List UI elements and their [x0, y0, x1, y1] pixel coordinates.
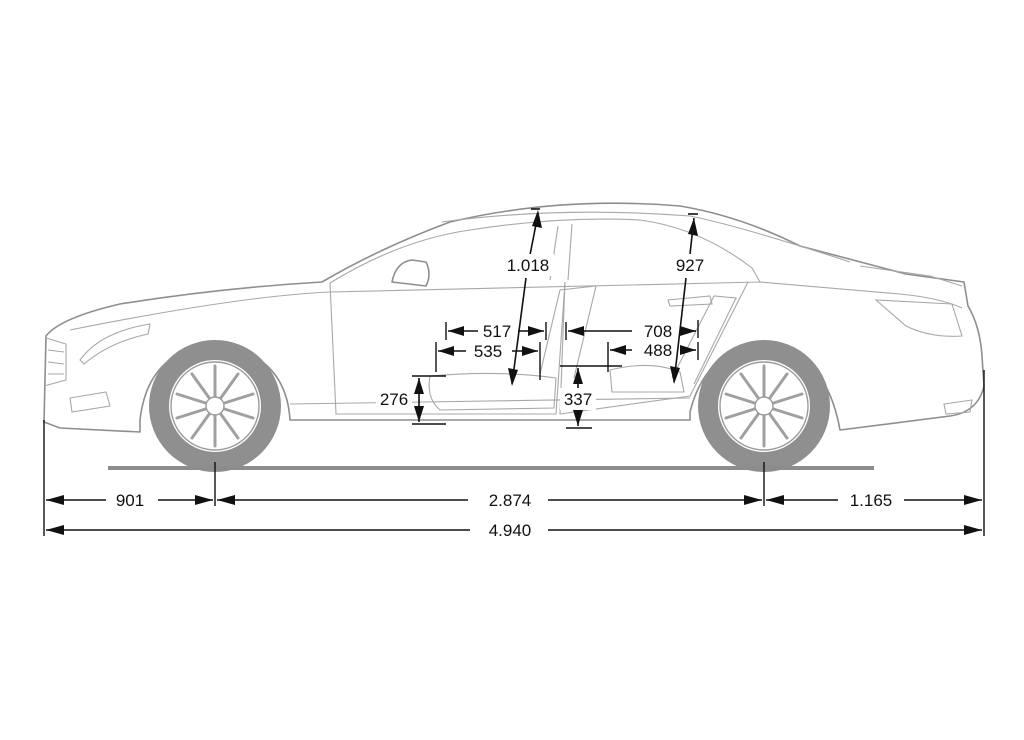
wheelbase-label: 2.874 [489, 491, 532, 510]
dimension-front-seat-depth-a: 517 [445, 322, 547, 341]
front-door-line [329, 281, 566, 415]
rear-legroom-b-label: 488 [644, 341, 672, 360]
front-seat [428, 285, 597, 411]
rear-overhang-label: 1.165 [850, 491, 893, 510]
front-wheel [149, 340, 281, 472]
extension-lines [43, 370, 985, 536]
overall-length-label: 4.940 [489, 521, 532, 540]
rear-seat [609, 295, 737, 393]
side-mirror [391, 259, 430, 287]
rear-wheel [698, 340, 830, 472]
dimension-overall-length: 4.940 [46, 521, 982, 540]
rear-legroom-a-label: 708 [644, 322, 672, 341]
taillight [874, 299, 963, 337]
door-handle [667, 295, 713, 307]
dimension-front-overhang: 901 [46, 491, 213, 510]
rear-headroom-label: 927 [676, 256, 704, 275]
dimension-front-headroom: 1.018 [502, 208, 554, 386]
exhaust [943, 399, 973, 415]
front-seat-height-label: 276 [380, 390, 408, 409]
dimension-rear-legroom-a: 708 [565, 320, 699, 341]
front-seat-depth-a-label: 517 [483, 322, 511, 341]
dimension-rear-overhang: 1.165 [766, 491, 982, 510]
dimension-wheelbase: 2.874 [217, 491, 762, 510]
rear-door-line [559, 281, 749, 415]
window-top [441, 211, 851, 263]
grille [43, 337, 67, 387]
dimension-front-seat-height: 276 [376, 375, 446, 425]
front-headroom-label: 1.018 [507, 256, 550, 275]
spoiler [859, 265, 963, 287]
headlight [79, 323, 151, 365]
front-overhang-label: 901 [116, 491, 144, 510]
car-side-profile [43, 202, 985, 433]
sill-line [289, 397, 691, 405]
dimension-rear-seat-height: 337 [560, 365, 622, 429]
dimension-rear-legroom-b: 488 [607, 341, 699, 372]
beltline [69, 281, 963, 331]
window-line [329, 218, 761, 284]
rear-seat-height-label: 337 [564, 390, 592, 409]
dimension-front-seat-depth-b: 535 [435, 342, 541, 380]
fog-light [69, 391, 111, 413]
front-seat-depth-b-label: 535 [474, 342, 502, 361]
